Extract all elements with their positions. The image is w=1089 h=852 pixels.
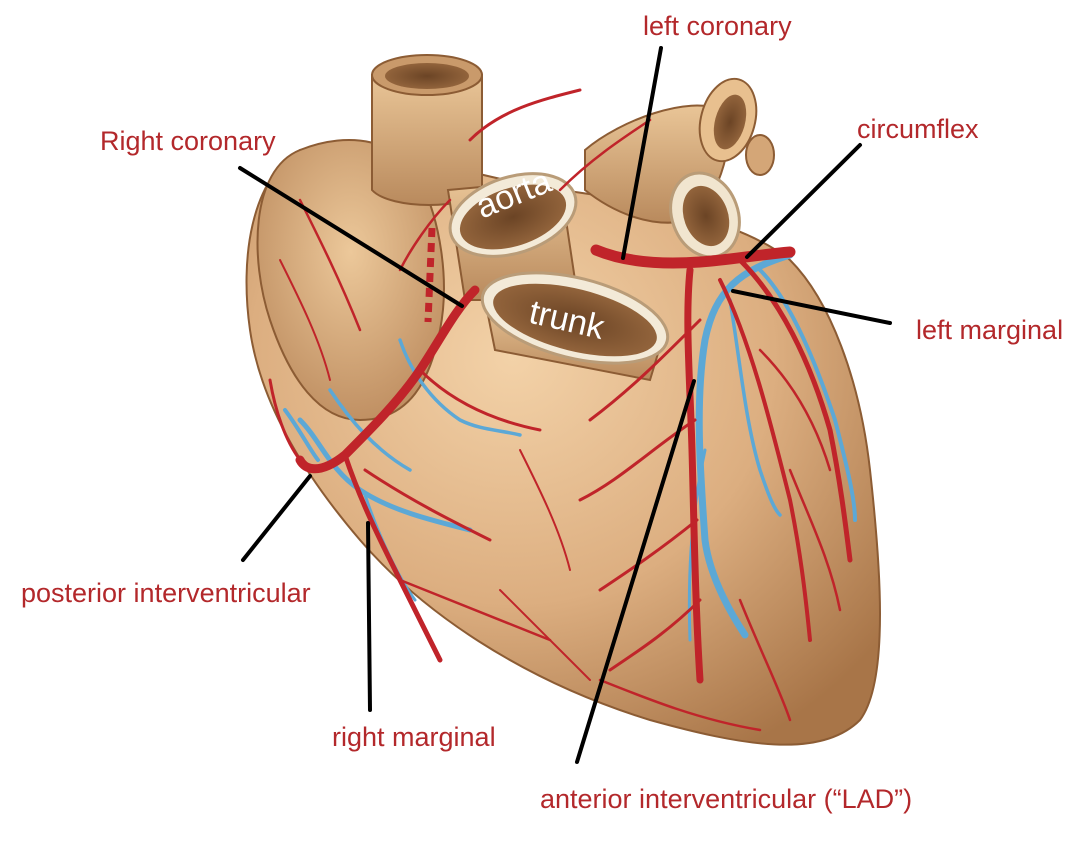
label-circumflex: circumflex (857, 114, 979, 144)
leader-lad (575, 379, 696, 764)
label-right-marginal: right marginal (332, 722, 496, 752)
leader-posterior-interventricular (241, 474, 312, 562)
leader-right-coronary (238, 166, 464, 308)
leader-left-coronary (621, 46, 663, 260)
label-right-coronary: Right coronary (100, 126, 276, 156)
leader-lines (238, 46, 892, 764)
leader-right-marginal (366, 521, 372, 712)
label-anterior-interventricular: anterior interventricular (“LAD”) (540, 784, 913, 814)
leader-circumflex (745, 143, 862, 259)
label-left-marginal: left marginal (916, 315, 1064, 345)
right-coronary-hidden-course (424, 227, 436, 323)
leader-left-marginal (731, 289, 892, 325)
label-left-coronary: left coronary (643, 11, 792, 41)
label-posterior-interventricular: posterior interventricular (21, 578, 311, 608)
